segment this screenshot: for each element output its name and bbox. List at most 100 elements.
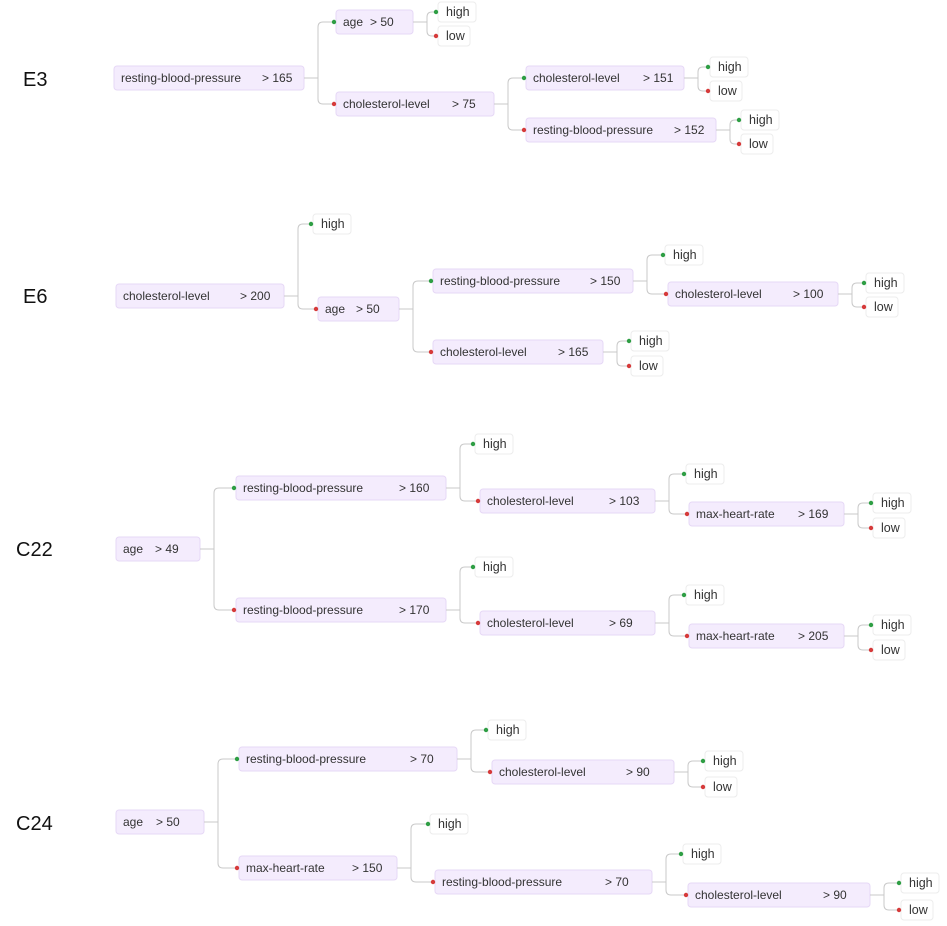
edge-yes (204, 758, 237, 823)
no-branch-dot (868, 647, 874, 653)
no-branch-dot (475, 620, 481, 626)
edge-no (633, 280, 666, 295)
edge-yes (200, 487, 234, 550)
leaf-label: low (909, 903, 929, 917)
leaf-label: high (694, 588, 718, 602)
leaf-label: high (496, 723, 520, 737)
decision-node: max-heart-rate> 169 (688, 501, 845, 527)
leaf-high: high (474, 556, 514, 578)
yes-branch-dot (660, 252, 666, 258)
no-branch-dot (736, 141, 742, 147)
node-threshold: > 49 (155, 542, 179, 556)
edge-no (399, 308, 431, 353)
node-feature: age (123, 542, 143, 556)
leaf-label: high (446, 5, 470, 19)
node-feature: cholesterol-level (343, 97, 430, 111)
yes-branch-dot (861, 280, 867, 286)
leaf-high: high (685, 463, 725, 485)
node-threshold: > 100 (793, 287, 824, 301)
tree-label: E6 (23, 286, 47, 308)
edge-yes (457, 729, 486, 760)
leaf-high: high (437, 1, 477, 23)
edge-yes (284, 223, 311, 297)
edge-no (844, 635, 871, 651)
decision-node: age> 50 (317, 296, 400, 322)
decision-node: cholesterol-level> 103 (479, 488, 656, 514)
leaf-low: low (630, 355, 664, 377)
yes-branch-dot (428, 278, 434, 284)
node-threshold: > 169 (798, 507, 829, 521)
edge-yes (716, 119, 739, 131)
leaf-label: high (639, 334, 663, 348)
edge-no (397, 867, 433, 883)
leaf-label: high (718, 60, 742, 74)
node-feature: resting-blood-pressure (243, 603, 363, 617)
no-branch-dot (487, 769, 493, 775)
node-threshold: > 50 (356, 302, 380, 316)
leaf-label: high (874, 276, 898, 290)
node-feature: age (123, 815, 143, 829)
leaf-high: high (429, 813, 469, 835)
node-feature: max-heart-rate (696, 629, 775, 643)
leaf-label: high (691, 847, 715, 861)
node-feature: resting-blood-pressure (243, 481, 363, 495)
leaf-high: high (487, 719, 527, 741)
decision-node: resting-blood-pressure> 70 (434, 869, 653, 895)
yes-branch-dot (470, 564, 476, 570)
node-threshold: > 50 (156, 815, 180, 829)
leaf-label: high (881, 496, 905, 510)
leaf-label: low (881, 521, 901, 535)
leaf-label: high (673, 248, 697, 262)
edge-yes (304, 21, 334, 79)
edge-yes (446, 566, 473, 611)
leaf-low: low (709, 80, 743, 102)
yes-branch-dot (433, 9, 439, 15)
leaf-label: low (881, 643, 901, 657)
edge-yes (603, 340, 629, 353)
leaf-label: high (749, 113, 773, 127)
leaf-label: high (909, 876, 933, 890)
node-threshold: > 90 (626, 765, 650, 779)
decision-node: resting-blood-pressure> 70 (238, 746, 458, 772)
node-threshold: > 50 (370, 15, 394, 29)
decision-node: cholesterol-level> 151 (525, 65, 685, 91)
node-threshold: > 75 (452, 97, 476, 111)
edge-yes (684, 66, 708, 79)
decision-node: resting-blood-pressure> 152 (525, 117, 717, 143)
leaf-low: low (740, 133, 774, 155)
decision-node: max-heart-rate> 205 (688, 623, 845, 649)
node-feature: cholesterol-level (123, 289, 210, 303)
decision-node: cholesterol-level> 200 (115, 283, 285, 309)
decision-node: max-heart-rate> 150 (238, 855, 398, 881)
edge-no (494, 103, 524, 131)
tree-label: E3 (23, 69, 47, 91)
node-feature: resting-blood-pressure (246, 752, 366, 766)
no-branch-dot (234, 865, 240, 871)
yes-branch-dot (470, 441, 476, 447)
leaf-label: high (438, 817, 462, 831)
leaf-high: high (630, 330, 670, 352)
decision-node: cholesterol-level> 69 (479, 610, 656, 636)
yes-branch-dot (736, 117, 742, 123)
edge-no (284, 295, 316, 310)
no-branch-dot (684, 511, 690, 517)
leaf-label: low (446, 29, 466, 43)
leaf-low: low (900, 899, 934, 921)
node-feature: cholesterol-level (499, 765, 586, 779)
leaf-high: high (740, 109, 780, 131)
leaf-high: high (474, 433, 514, 455)
leaf-high: high (664, 244, 704, 266)
leaf-low: low (437, 25, 471, 47)
leaf-label: low (713, 780, 733, 794)
decision-node: age> 50 (335, 9, 414, 35)
leaf-high: high (865, 272, 905, 294)
yes-branch-dot (705, 64, 711, 70)
yes-branch-dot (483, 727, 489, 733)
node-feature: cholesterol-level (675, 287, 762, 301)
node-threshold: > 150 (590, 274, 621, 288)
node-feature: resting-blood-pressure (442, 875, 562, 889)
node-threshold: > 165 (558, 345, 589, 359)
